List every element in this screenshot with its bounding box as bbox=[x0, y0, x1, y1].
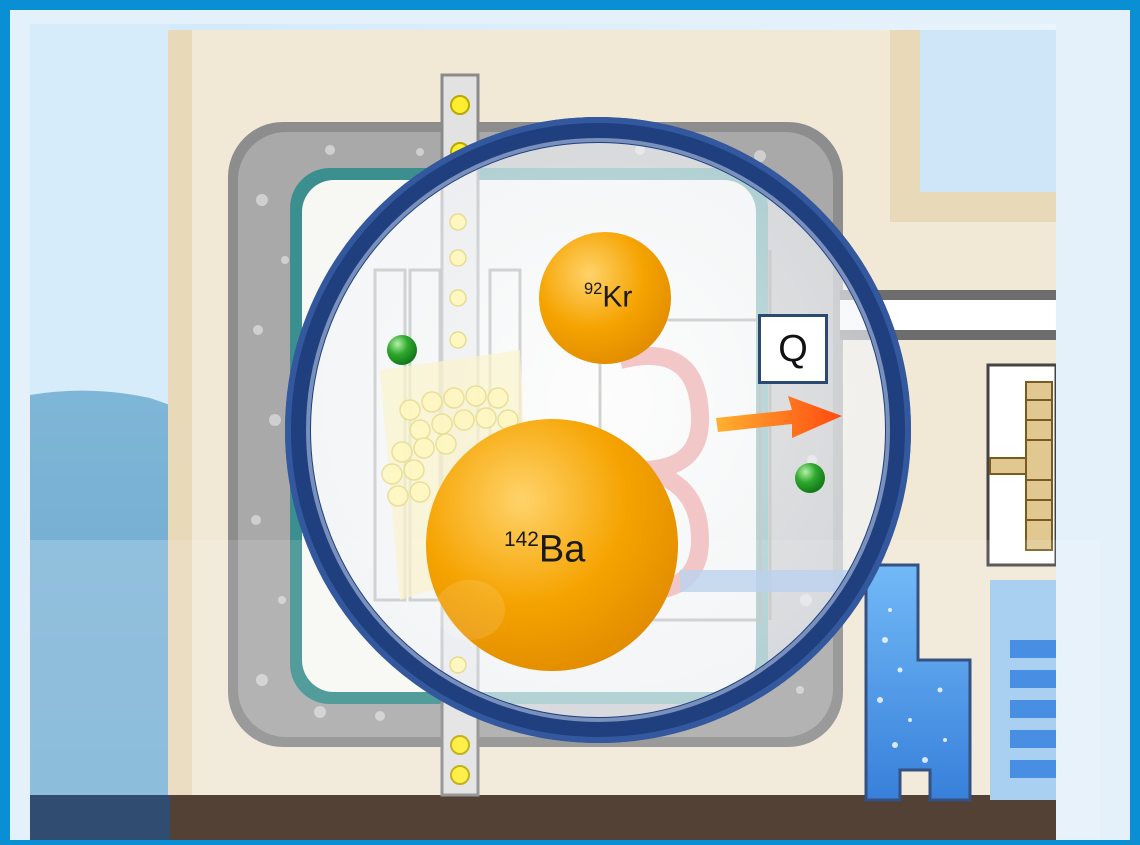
neutron-right bbox=[795, 463, 825, 493]
turbine bbox=[1026, 382, 1052, 550]
sky bbox=[30, 24, 170, 404]
barium-mass-number: 142 bbox=[504, 528, 539, 551]
neutron-left bbox=[387, 335, 417, 365]
barium-label: 142Ba bbox=[504, 528, 585, 572]
sky-corner bbox=[920, 30, 1056, 192]
turbine-shaft bbox=[990, 458, 1026, 474]
energy-label: Q bbox=[758, 314, 828, 384]
krypton-label: 92Kr bbox=[584, 280, 632, 314]
barium-symbol: Ba bbox=[539, 529, 585, 571]
krypton-symbol: Kr bbox=[602, 280, 632, 313]
barium-highlight bbox=[435, 580, 505, 640]
krypton-mass-number: 92 bbox=[584, 280, 602, 298]
